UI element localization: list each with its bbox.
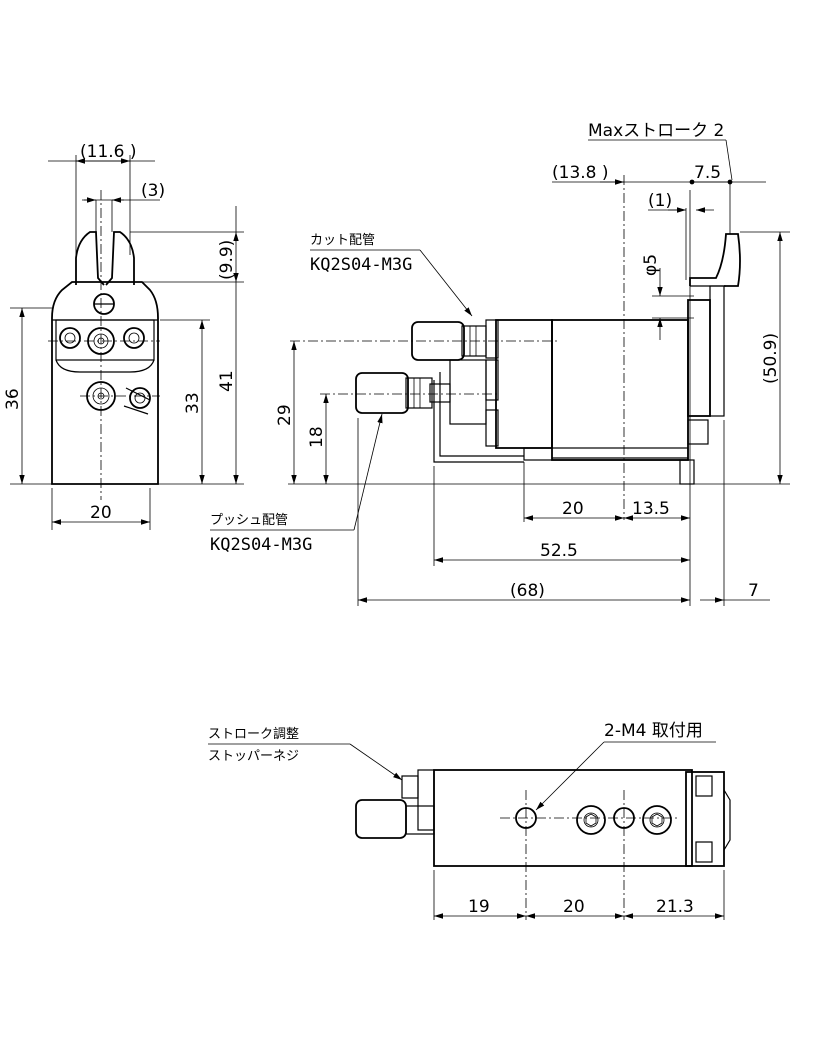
- mount-label: 2-M4 取付用: [604, 721, 703, 741]
- top-view: 19 20 21.3 ストローク調整 ストッパーネジ 2-M4 取付用: [208, 721, 731, 920]
- stroke-adjust-label-2: ストッパーネジ: [208, 749, 299, 764]
- screw-head-2: [642, 805, 672, 835]
- dim-20-top: 20: [563, 897, 585, 917]
- dim-20-side: 20: [562, 499, 584, 519]
- dim-36: 36: [3, 388, 23, 410]
- dim-18: 18: [307, 426, 327, 448]
- dim-19: 19: [468, 897, 490, 917]
- dim-11-6: (11.6 ): [80, 142, 137, 162]
- dim-13-5: 13.5: [632, 499, 670, 519]
- top-end-block: [685, 771, 725, 867]
- screw-head-1: [576, 805, 606, 835]
- dim-9-9: (9.9): [217, 240, 237, 280]
- dim-41: 41: [217, 370, 237, 392]
- cut-fitting-label: KQ2S04-M3G: [310, 255, 412, 275]
- dim-7: 7: [748, 581, 759, 601]
- dim-diameter-5: φ5: [641, 254, 661, 276]
- top-fitting: [355, 799, 407, 839]
- dim-1: (1): [648, 191, 672, 211]
- cut-piping-label: カット配管: [310, 233, 375, 248]
- dim-3: (3): [141, 181, 165, 201]
- dim-52-5: 52.5: [540, 541, 578, 561]
- side-front-block: [495, 319, 553, 449]
- front-jaw-left: [75, 231, 105, 286]
- push-fitting: [355, 359, 487, 425]
- dim-29: 29: [275, 404, 295, 426]
- stroke-adjust-label-1: ストローク調整: [208, 727, 299, 742]
- dim-33: 33: [183, 392, 203, 414]
- front-view: (11.6 ) (3) (9.9) 36 33 41 20: [3, 142, 244, 530]
- max-stroke-label: Maxストローク 2: [588, 121, 724, 141]
- push-piping-label: プッシュ配管: [210, 513, 288, 528]
- push-fitting-label: KQ2S04-M3G: [210, 535, 312, 555]
- side-jaw: [689, 233, 741, 287]
- side-cylinder-cap: [687, 299, 711, 417]
- dim-50-9: (50.9): [761, 333, 781, 384]
- dim-7-5: 7.5: [694, 163, 721, 183]
- dim-68: (68): [510, 581, 545, 601]
- dim-13-8: (13.8 ): [552, 163, 609, 183]
- side-main-body: [551, 319, 689, 461]
- side-view: (13.8 ) 7.5 Maxストローク 2 (1) φ5 (50.9) 29 …: [210, 121, 790, 606]
- dim-21-3: 21.3: [656, 897, 694, 917]
- dim-20-front: 20: [90, 503, 112, 523]
- front-jaw-right: [105, 231, 135, 286]
